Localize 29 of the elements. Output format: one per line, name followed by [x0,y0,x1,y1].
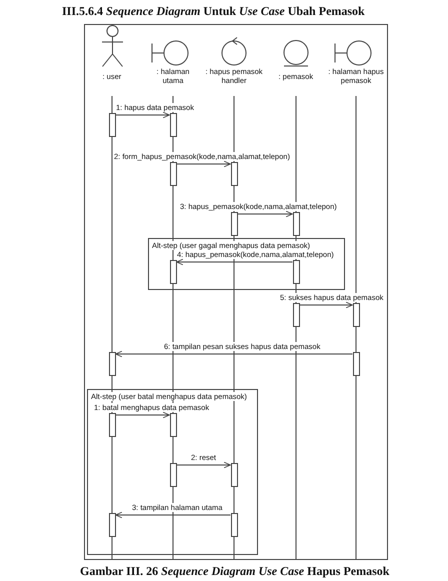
message-arrow [176,160,231,168]
activation-bar [170,162,176,186]
caption: Gambar III. 26 Sequence Diagram Use Case Hapus Pemasok [80,564,390,579]
activation-bar [108,513,116,537]
activation-bar [230,212,238,236]
activation-bar [292,303,300,327]
message-arrow [176,462,231,468]
activation-bar [230,162,238,186]
message-arrow [115,512,231,518]
activation-bar [108,413,116,437]
activation-bar [352,303,360,327]
message-arrow [115,412,170,418]
message-arrow [115,112,170,118]
activation-bar [292,212,300,236]
message-arrow [115,350,353,358]
activation-bar [352,352,360,376]
activation-bar [170,113,176,137]
activation-bar [230,513,238,537]
message-arrow [299,302,353,308]
activation-bar [108,352,116,376]
activation-bar [292,260,300,284]
activation-bar [108,113,116,137]
title: III.5.6.4 Sequence Diagram Untuk Use Case Ubah Pemasok [62,4,365,19]
activation-bar [170,463,176,487]
activation-bar [170,413,176,437]
activation-bar [230,463,238,487]
message-arrow [176,258,293,266]
message-arrow [237,210,293,218]
activation-bar [170,260,176,284]
